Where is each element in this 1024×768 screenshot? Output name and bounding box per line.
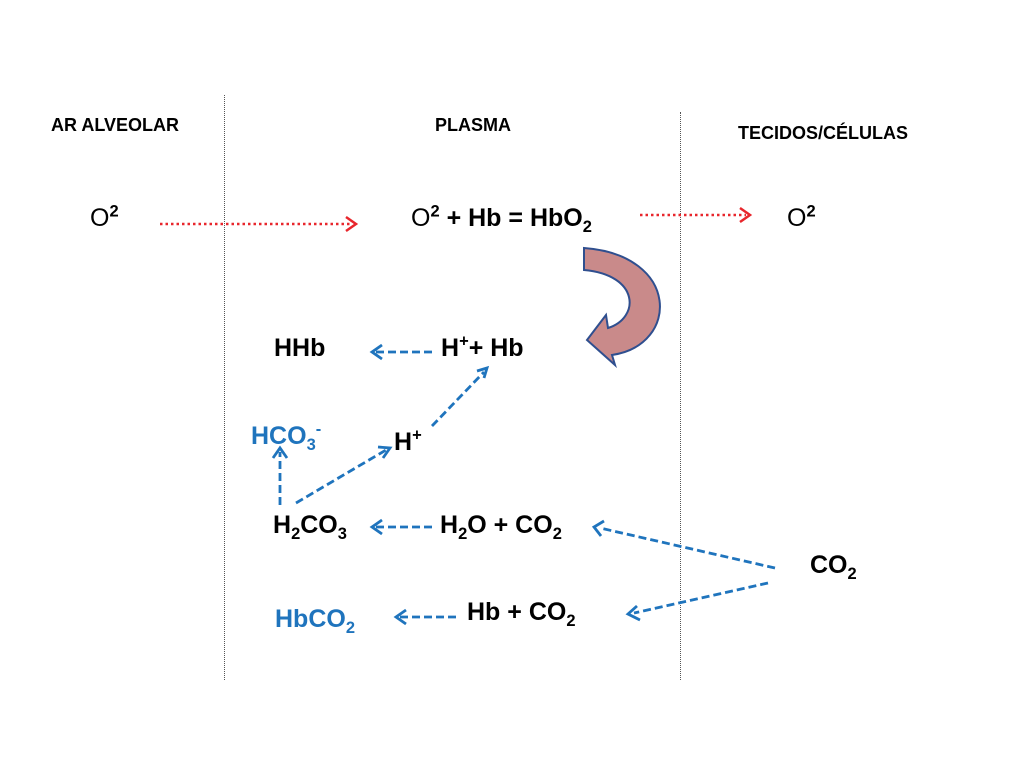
carbonic-acid-label: H2CO3 bbox=[273, 511, 347, 543]
blue-arrow-proton-to-hb bbox=[430, 365, 490, 427]
divider-plasma-tissues bbox=[680, 112, 681, 680]
header-plasma: PLASMA bbox=[435, 115, 511, 135]
red-arrow-alveolar-to-plasma bbox=[160, 215, 359, 233]
oxyhemoglobin-equation: O2 + Hb = HbO2 bbox=[411, 202, 592, 236]
proton-plus-hb: H++ Hb bbox=[441, 332, 524, 362]
blue-arrow-carbonic-to-proton bbox=[295, 445, 393, 505]
proton-label: H+ bbox=[394, 426, 422, 456]
divider-alveolar-plasma bbox=[224, 95, 225, 680]
curved-arrow bbox=[583, 246, 661, 369]
water-plus-co2: H2O + CO2 bbox=[440, 511, 562, 543]
blue-arrow-co2-to-water bbox=[591, 519, 776, 570]
bicarbonate-label: HCO3- bbox=[251, 420, 322, 454]
header-tissues-cells: TECIDOS/CÉLULAS bbox=[738, 123, 909, 143]
tissues-o2: O2 bbox=[787, 202, 816, 232]
tissues-co2: CO2 bbox=[810, 551, 857, 583]
blue-arrow-co2-to-hb bbox=[625, 581, 769, 622]
blue-arrow-to-hbco2 bbox=[393, 608, 456, 626]
hb-plus-co2: Hb + CO2 bbox=[467, 598, 576, 630]
blue-arrow-to-hhb bbox=[369, 343, 432, 361]
red-arrow-plasma-to-tissues bbox=[640, 206, 753, 224]
header-alveolar-air: AR ALVEOLAR bbox=[51, 115, 179, 135]
blue-arrow-to-carbonic-acid bbox=[369, 518, 432, 536]
hhb-label: HHb bbox=[274, 334, 326, 362]
blue-arrow-carbonic-to-bicarbonate bbox=[271, 445, 289, 505]
alveolar-o2: O2 bbox=[90, 202, 119, 232]
carbaminohemoglobin-label: HbCO2 bbox=[275, 605, 356, 637]
